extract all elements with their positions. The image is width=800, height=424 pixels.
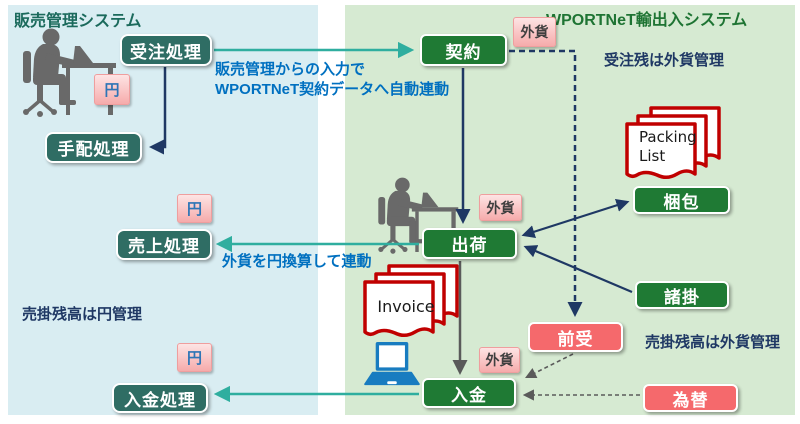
packing-box: 梱包 (633, 186, 730, 214)
order-process-box: 受注処理 (120, 34, 212, 66)
laptop-icon (364, 342, 420, 386)
exchange-box: 為替 (643, 384, 738, 412)
packing-list-line1: Packing (639, 128, 697, 146)
fx-convert-note: 外貨を円換算して連動 (222, 253, 372, 270)
deposit-box: 入金 (422, 378, 516, 408)
foreign-currency-badge: 外貨 (513, 17, 556, 47)
yen-badge: 円 (177, 194, 212, 223)
auto-link-note-line2: WPORTNeT契約データへ自動連動 (215, 81, 450, 98)
contract-box: 契約 (420, 34, 507, 66)
packing-list-label: Packing List (639, 128, 697, 166)
arrange-process-box: 手配処理 (45, 132, 142, 163)
auto-link-note-line1: 販売管理からの入力で (215, 61, 366, 78)
packing-list-line2: List (639, 147, 666, 165)
foreign-currency-badge: 外貨 (479, 347, 520, 373)
wportnet-system-title: WPORTNeT輸出入システム (546, 12, 748, 29)
receivable-fx-note: 売掛残高は外貨管理 (645, 334, 781, 351)
order-balance-fx-note: 受注残は外貨管理 (604, 52, 725, 69)
sales-system-title: 販売管理システム (14, 13, 142, 30)
advance-box: 前受 (528, 322, 623, 352)
foreign-currency-badge: 外貨 (479, 194, 522, 221)
receivable-yen-note: 売掛残高は円管理 (22, 306, 143, 323)
yen-badge: 円 (177, 343, 212, 372)
shipping-box: 出荷 (422, 228, 517, 259)
invoice-label: Invoice (377, 297, 435, 316)
charges-box: 諸掛 (635, 281, 729, 309)
deposit-process-box: 入金処理 (112, 383, 208, 413)
sales-process-box: 売上処理 (116, 229, 212, 260)
yen-badge: 円 (94, 74, 130, 105)
